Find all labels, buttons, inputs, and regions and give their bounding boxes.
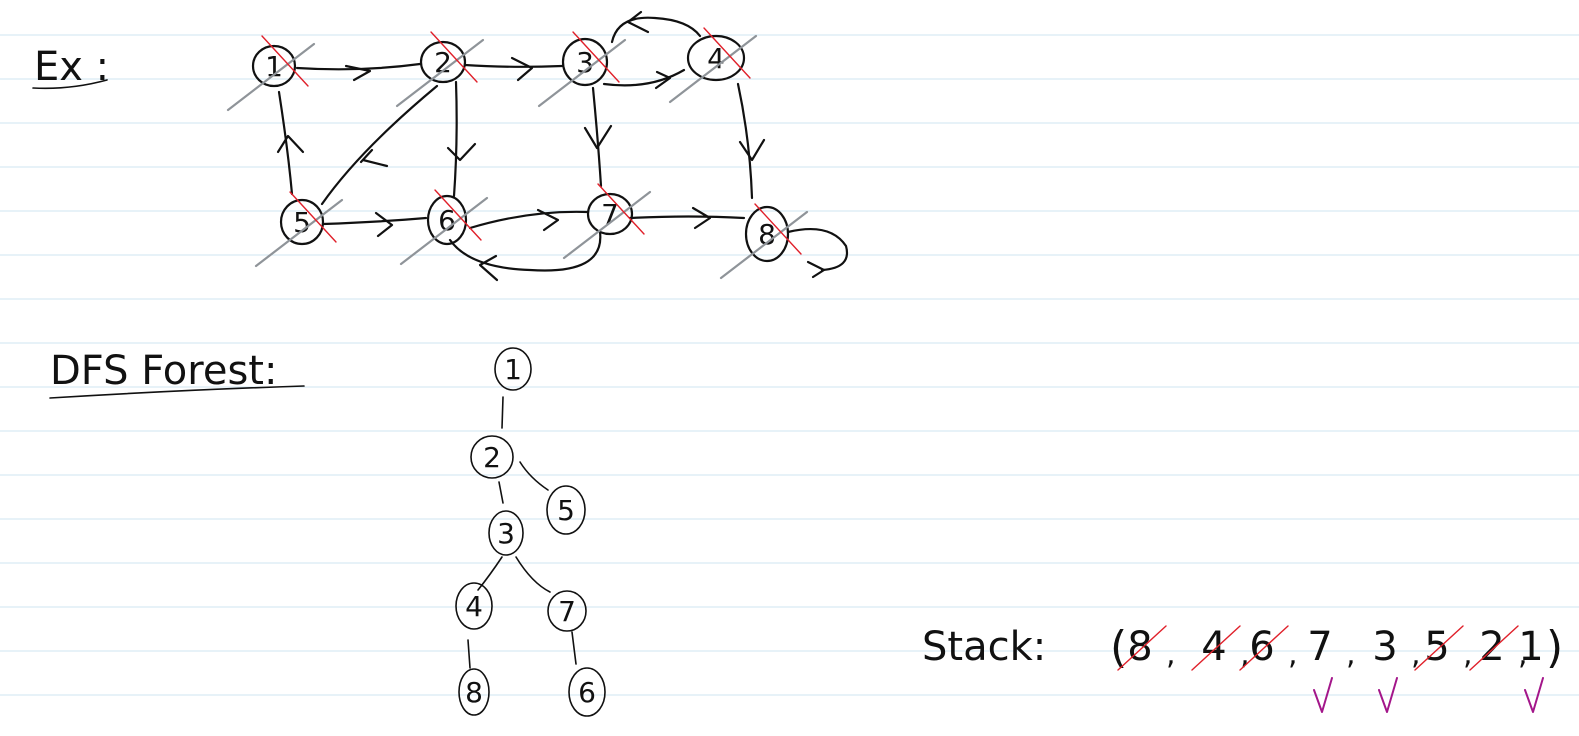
tree-node-label: 4 — [465, 590, 483, 623]
graph-node-label: 3 — [576, 46, 594, 79]
ruled-lines — [0, 34, 1579, 696]
tree-node-1: 1 — [494, 347, 532, 391]
stack-strike — [1414, 625, 1464, 671]
forest-underline — [49, 385, 305, 399]
stack-comma: , — [1463, 637, 1473, 672]
tree-edge-3-7 — [515, 556, 551, 593]
tree-nodes: 1 2 3 4 5 6 7 8 — [455, 347, 606, 717]
stack-item: 1 — [1518, 624, 1544, 713]
graph-node-7: 7 — [562, 183, 652, 260]
stack-close-paren: ) — [1546, 622, 1563, 673]
graph-node-8: 8 — [719, 203, 809, 280]
stack-item-value: 7 — [1307, 624, 1332, 670]
tree-edge-3-4 — [477, 556, 503, 591]
tree-edge-7-6 — [571, 631, 577, 665]
tree-node-label: 6 — [578, 676, 596, 709]
check-mark — [1378, 677, 1398, 713]
tree-edge-2-3 — [498, 481, 504, 504]
edge-3-4-lower — [602, 68, 686, 87]
stack-item-value: 8 — [1127, 624, 1152, 670]
graph-node-2: 2 — [395, 31, 485, 108]
tree-node-3: 3 — [488, 510, 524, 556]
edge-2-5 — [320, 84, 439, 206]
graph-nodes: 1 2 3 4 5 6 7 8 — [226, 27, 809, 280]
stack-strike — [1239, 625, 1289, 671]
tree-node-label: 5 — [557, 494, 575, 527]
check-mark — [1313, 677, 1333, 713]
edge-4-3-upper — [610, 16, 702, 44]
stack-item: 7, — [1307, 624, 1356, 713]
tree-node-2: 2 — [470, 435, 514, 479]
edge-2-6 — [452, 80, 458, 198]
tree-node-label: 7 — [558, 595, 576, 628]
stack-item: 4, — [1191, 624, 1250, 672]
tree-node-label: 2 — [483, 441, 501, 474]
graph-node-label: 8 — [758, 218, 776, 251]
stack-item-value: 5 — [1424, 624, 1449, 670]
edge-2-3 — [463, 63, 564, 68]
stack-comma: , — [1288, 637, 1298, 672]
edge-6-7 — [468, 210, 590, 230]
edge-7-8 — [628, 215, 746, 220]
stack-comma: , — [1240, 637, 1250, 672]
stack-strike — [1191, 625, 1241, 671]
stack-item-value: 4 — [1201, 624, 1226, 670]
graph-node-6: 6 — [399, 189, 489, 266]
stack-item-value: 3 — [1372, 624, 1397, 670]
tree-node-5: 5 — [546, 485, 586, 535]
graph-node-1: 1 — [226, 35, 316, 112]
edge-5-1 — [277, 90, 294, 196]
stack-strike — [1117, 625, 1167, 671]
stack-item: 8, — [1117, 624, 1176, 672]
tree-node-label: 3 — [497, 517, 515, 550]
graph-node-4: 4 — [668, 27, 758, 104]
stack-item: 2, — [1469, 624, 1528, 672]
stack-comma: , — [1411, 637, 1421, 672]
tree-node-label: 8 — [465, 676, 483, 709]
check-mark — [1524, 677, 1544, 713]
stack-open-paren: ( — [1110, 622, 1127, 673]
edge-5-6 — [321, 216, 428, 226]
stack-comma: , — [1346, 637, 1356, 672]
tree-edges — [467, 396, 577, 669]
tree-node-6: 6 — [568, 667, 606, 717]
stack-item-value: 2 — [1479, 624, 1504, 670]
stack-comma: , — [1166, 637, 1176, 672]
tree-edge-1-2 — [501, 396, 504, 429]
edge-3-7 — [591, 86, 603, 188]
tree-node-4: 4 — [455, 582, 493, 630]
graph-node-3: 3 — [537, 31, 627, 108]
tree-node-7: 7 — [547, 590, 587, 632]
stack-item: 3, — [1372, 624, 1421, 713]
stack-strike — [1469, 625, 1519, 671]
stack-item: 6, — [1239, 624, 1298, 672]
tree-edge-4-8 — [467, 639, 471, 669]
edge-8-8-loop — [786, 228, 849, 272]
graph-node-label: 4 — [707, 42, 725, 75]
forest-label: DFS Forest: — [50, 348, 277, 394]
stack-label: Stack: — [922, 624, 1046, 670]
graph-node-label: 5 — [293, 206, 311, 239]
tree-edge-2-5 — [519, 461, 549, 491]
graph-edges — [276, 10, 849, 282]
stack-item-value: 6 — [1249, 624, 1274, 670]
tree-node-label: 1 — [504, 353, 522, 386]
tree-node-8: 8 — [458, 668, 490, 716]
graph-node-5: 5 — [254, 191, 344, 268]
stack-comma: , — [1518, 637, 1528, 672]
edge-7-6-lower — [448, 230, 602, 272]
example-underline — [32, 79, 108, 90]
stack-item-value: 1 — [1518, 624, 1543, 670]
edge-4-8 — [736, 82, 754, 200]
graph-node-label: 1 — [265, 50, 283, 83]
graph-node-label: 7 — [601, 198, 619, 231]
graph-node-label: 6 — [438, 204, 456, 237]
graph-node-label: 2 — [434, 46, 452, 79]
stack-list: ( ) 8,4,6,7,3,5,2,1 — [1110, 622, 1563, 713]
stack-item: 5, — [1414, 624, 1473, 672]
